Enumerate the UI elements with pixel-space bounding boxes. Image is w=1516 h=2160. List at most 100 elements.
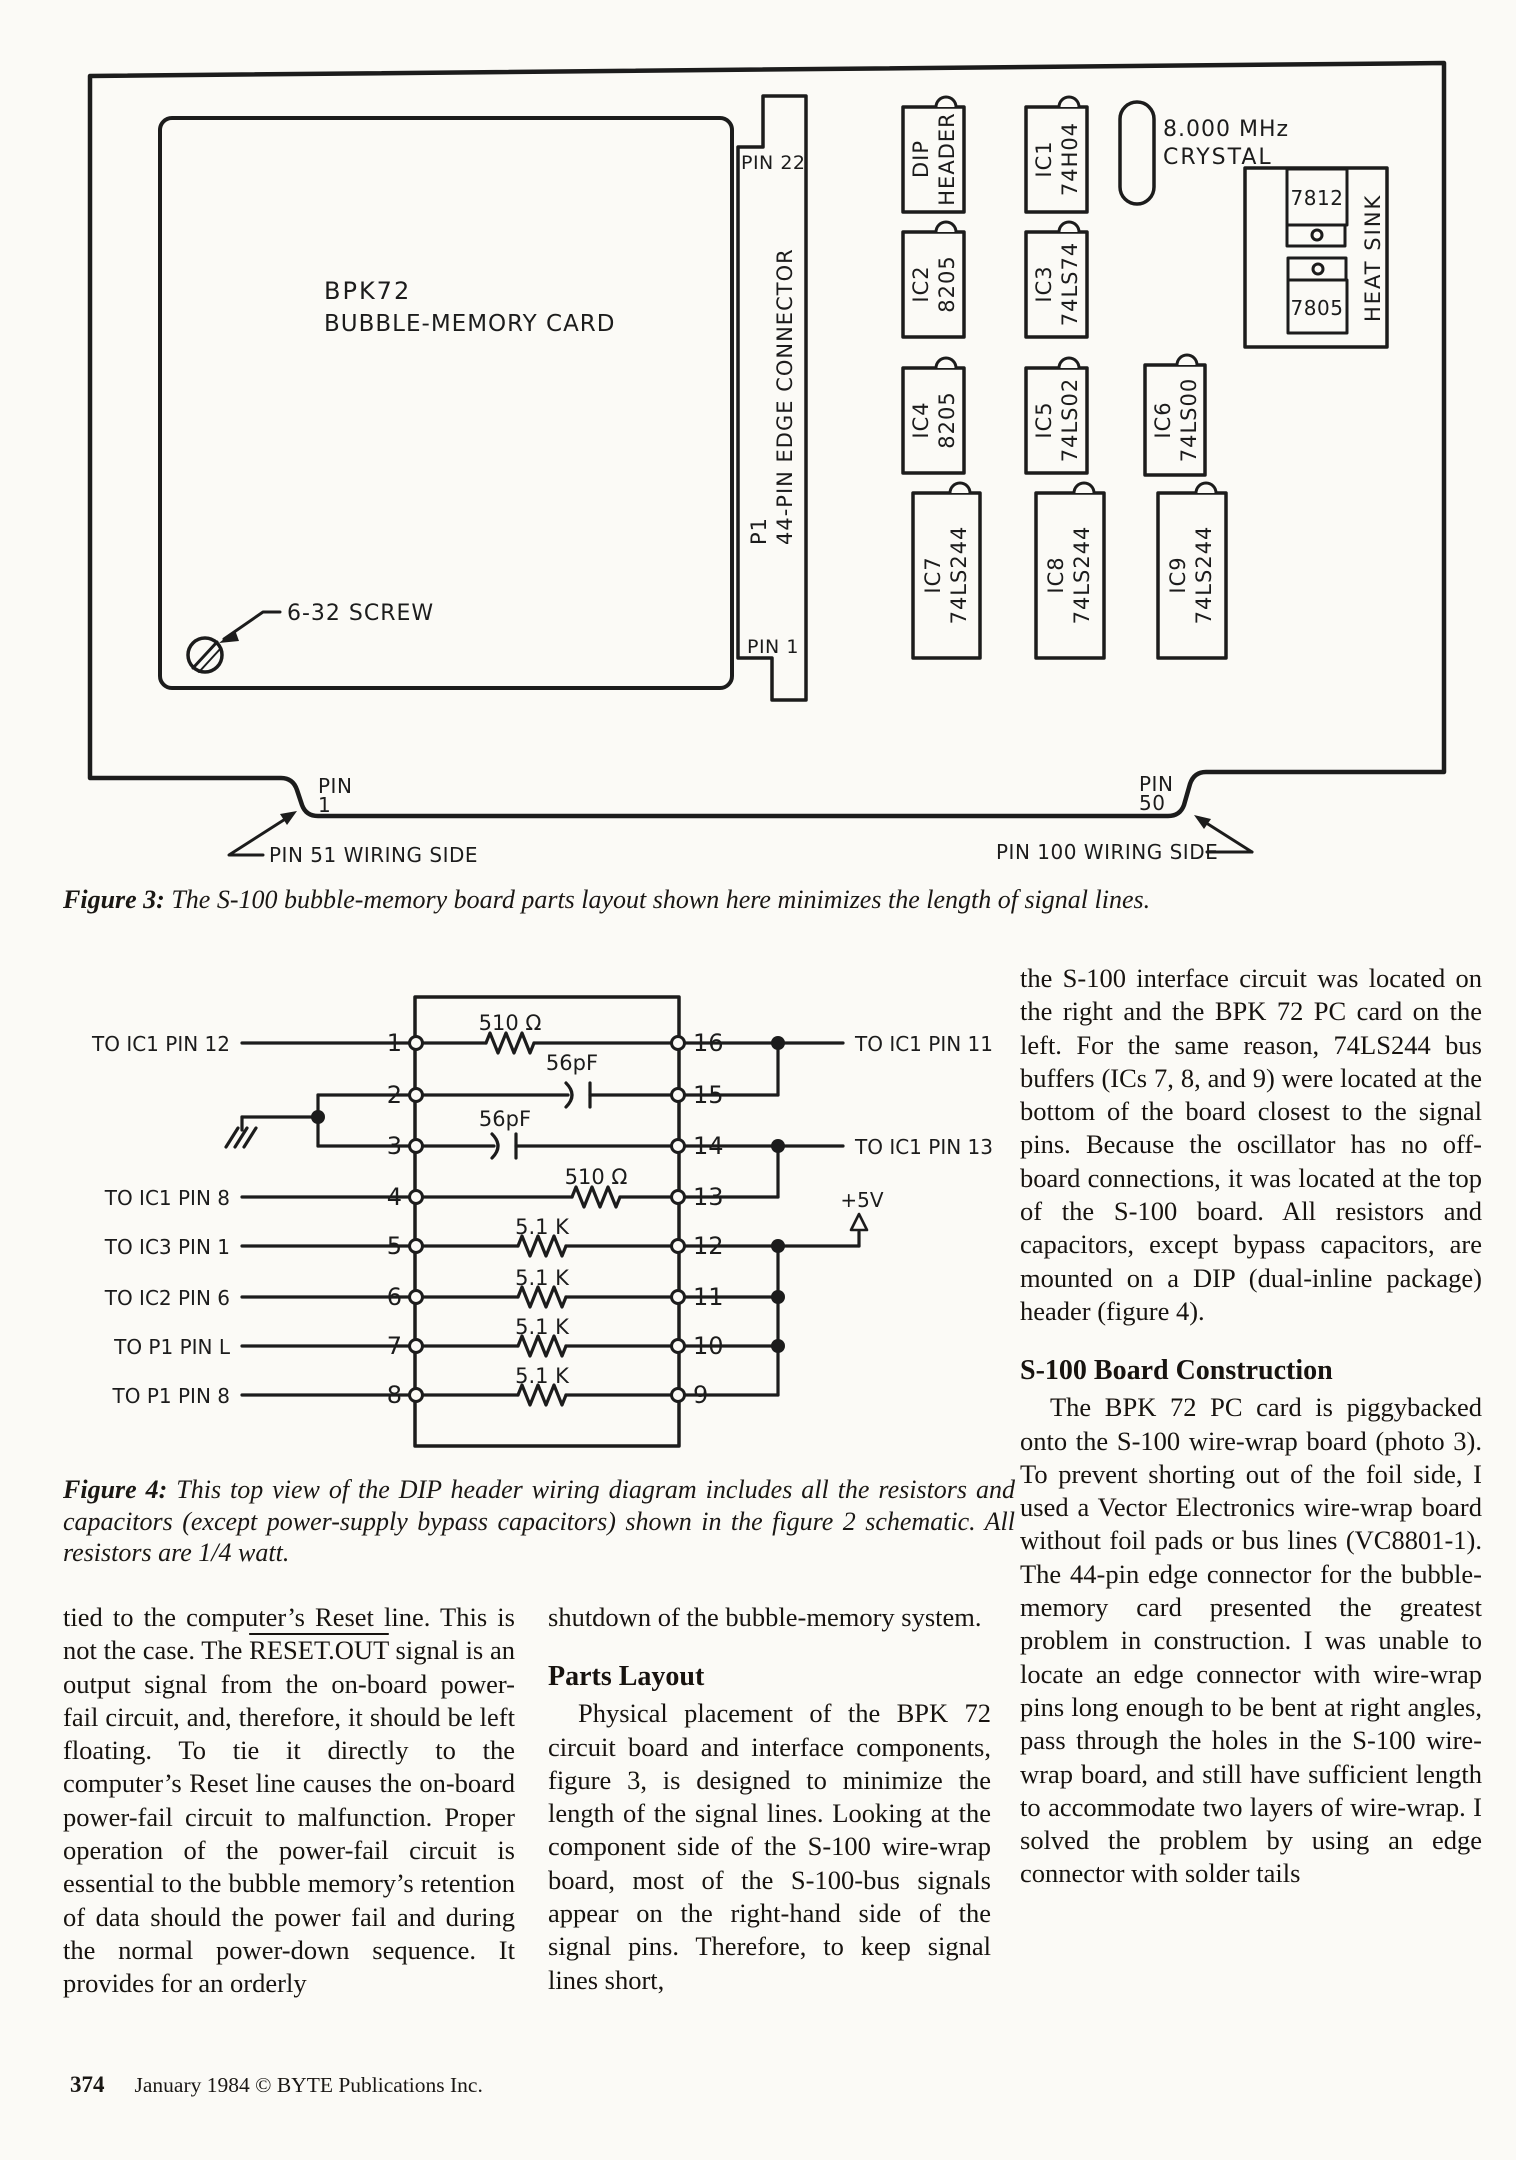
page-number: 374 <box>70 2072 105 2097</box>
resistor-5k1-row8 <box>421 1383 674 1407</box>
regulator-7812: 7812 <box>1291 186 1344 210</box>
crystal-icon <box>1118 100 1156 206</box>
pin22-label: PIN 22 <box>741 152 806 174</box>
pin-circle <box>408 1338 424 1354</box>
figure4-caption: Figure 4: This top view of the DIP heade… <box>63 1474 1015 1569</box>
pin-circle <box>408 1189 424 1205</box>
pin-number: 6 <box>387 1283 402 1311</box>
pin-circle <box>408 1238 424 1254</box>
paragraph-text: tied to the computer’s Reset line. This … <box>63 1602 515 1666</box>
pin100-arrowhead <box>1194 815 1211 829</box>
component-value: 5.1 K <box>515 1315 570 1339</box>
resistor-5k1-row6 <box>421 1285 674 1309</box>
figure3-caption-text: The S-100 bubble-memory board parts layo… <box>164 885 1151 914</box>
screw-label: 6-32 SCREW <box>287 601 434 626</box>
pin-number: 14 <box>693 1132 724 1160</box>
net-label: TO IC1 PIN 12 <box>91 1032 230 1056</box>
ic2-8205: IC2 8205 <box>901 220 966 339</box>
ic7-74ls244: IC7 74LS244 <box>911 481 982 660</box>
paragraph: tied to the computer’s Reset line. This … <box>63 1601 515 2001</box>
capacitor-56pf-row2 <box>421 1081 674 1109</box>
ic-ref: IC8 <box>1044 556 1068 593</box>
pin-number: 11 <box>693 1283 724 1311</box>
ic-ref: IC3 <box>1032 265 1056 302</box>
pin-number: 2 <box>387 1081 402 1109</box>
figure4-caption-text: This top view of the DIP header wiring d… <box>63 1475 1016 1567</box>
figure4-dip-header-diagram: TO IC1 PIN 12 TO IC1 PIN 8 TO IC3 PIN 1 … <box>91 995 993 1448</box>
junction-dot <box>771 1036 785 1050</box>
figure3-caption-label: Figure 3: <box>63 885 165 914</box>
text-column-2: shutdown of the bubble-memory system. Pa… <box>548 1601 991 1997</box>
ic5-74ls02: IC5 74LS02 <box>1024 356 1089 475</box>
pin50-number: 50 <box>1139 791 1165 815</box>
ic-part: HEADER <box>935 112 959 205</box>
ic-ref: IC2 <box>909 265 933 302</box>
supply-label: +5V <box>840 1188 883 1212</box>
pin-circle <box>670 1387 686 1403</box>
paragraph: Physical placement of the BPK 72 circuit… <box>548 1698 991 1995</box>
junction-dot <box>771 1339 785 1353</box>
pin-circle <box>408 1289 424 1305</box>
text-column-3: the S-100 interface circuit was located … <box>1020 962 1482 1891</box>
mounting-hole-icon <box>1310 228 1324 242</box>
figure3-caption: Figure 3: The S-100 bubble-memory board … <box>63 884 1463 916</box>
pin-number: 1 <box>387 1029 402 1057</box>
component-value: 5.1 K <box>515 1266 570 1290</box>
ic9-74ls244: IC9 74LS244 <box>1156 481 1228 660</box>
component-value: 5.1 K <box>515 1215 570 1239</box>
ic1-74h04: IC1 74H04 <box>1024 95 1089 214</box>
bpk72-card-type: BUBBLE-MEMORY CARD <box>324 311 616 337</box>
p1-edge-connector-outline <box>736 94 808 702</box>
crystal-freq: 8.000 MHz <box>1163 117 1289 142</box>
dip-header-outline <box>413 995 681 1448</box>
net-label: TO IC3 PIN 1 <box>104 1235 230 1259</box>
ic-part: 74LS244 <box>1070 526 1094 625</box>
pin-circle <box>408 1387 424 1403</box>
pin-number: 10 <box>693 1332 724 1360</box>
screw-leader-arrowhead <box>219 630 239 643</box>
net-label: TO IC1 PIN 8 <box>104 1186 230 1210</box>
s100-board-outline <box>87 60 1447 819</box>
text-column-1: tied to the computer’s Reset line. This … <box>63 1601 515 2001</box>
pin-number: 9 <box>693 1381 708 1409</box>
ic-part: 74H04 <box>1058 122 1082 196</box>
junction-dot <box>311 1110 325 1124</box>
pin100-arrow-line <box>1198 817 1254 854</box>
paragraph: The BPK 72 PC card is piggybacked onto t… <box>1020 1392 1482 1889</box>
pin-number: 13 <box>693 1183 724 1211</box>
pin-circle <box>670 1189 686 1205</box>
pin-circle <box>670 1238 686 1254</box>
capacitor-56pf-row3 <box>421 1132 674 1160</box>
bpk72-card-outline <box>158 116 734 690</box>
paragraph: the S-100 interface circuit was located … <box>1020 963 1482 1326</box>
pin1-word: PIN <box>318 774 352 798</box>
resistor-510ohm-row4 <box>421 1185 674 1209</box>
pin-number: 4 <box>387 1183 402 1211</box>
ic8-74ls244: IC8 74LS244 <box>1034 481 1106 660</box>
ic-part: 74LS00 <box>1177 378 1201 462</box>
ic-part: 74LS74 <box>1058 242 1082 326</box>
ic-ref: IC6 <box>1151 401 1175 438</box>
ic-ref: IC4 <box>909 401 933 438</box>
component-value: 510 Ω <box>565 1165 628 1189</box>
net-label: TO IC1 PIN 13 <box>854 1135 993 1159</box>
junction-dot <box>771 1239 785 1253</box>
pin-circle <box>408 1138 424 1154</box>
screw-icon <box>186 636 224 674</box>
pin51-wiring-label: PIN 51 WIRING SIDE <box>269 843 478 867</box>
pin1-number: 1 <box>318 793 331 817</box>
ic-part: 74LS244 <box>1192 526 1216 625</box>
connector-pin1-label: PIN 1 <box>747 636 799 658</box>
pin-circle <box>670 1289 686 1305</box>
figure4-caption-label: Figure 4: <box>63 1475 168 1504</box>
junction-dot <box>771 1290 785 1304</box>
supply-arrow-icon <box>849 1212 869 1232</box>
pin-number: 8 <box>387 1381 402 1409</box>
heat-sink-label: HEAT SINK <box>1361 194 1385 322</box>
imprint: January 1984 © BYTE Publications Inc. <box>134 2073 483 2097</box>
mounting-hole-icon <box>1311 262 1325 276</box>
ic-ref: DIP <box>909 140 933 178</box>
net-label: TO IC1 PIN 11 <box>854 1032 993 1056</box>
pin-number: 12 <box>693 1232 724 1260</box>
